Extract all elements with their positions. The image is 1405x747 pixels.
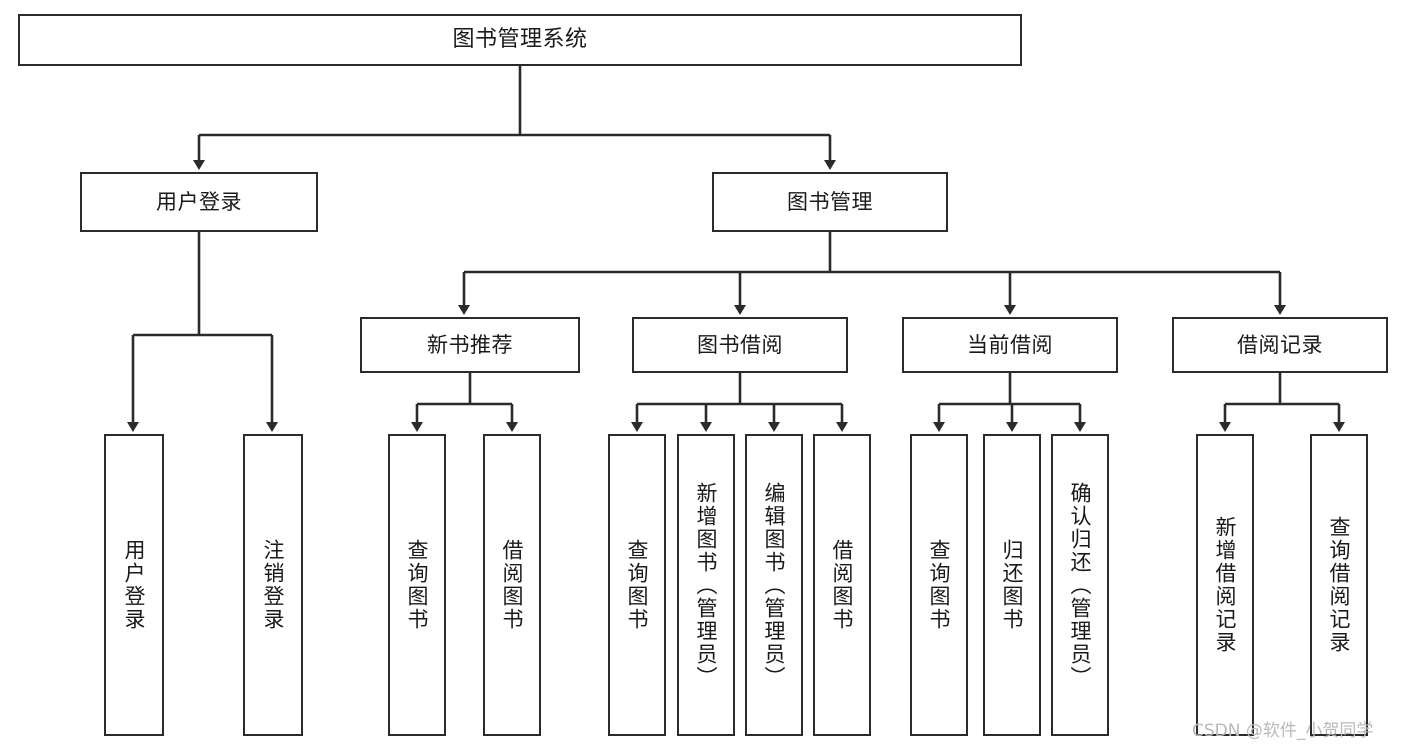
node-new-book-recommend[interactable]: 新书推荐 (360, 317, 580, 373)
node-leaf-query-book-recommend[interactable]: 查询图书 (388, 434, 446, 736)
node-leaf-edit-book-admin[interactable]: 编辑图书（管理员） (745, 434, 803, 736)
node-label: 新增借阅记录 (1213, 516, 1238, 654)
node-label: 用户登录 (156, 189, 242, 214)
node-book-borrow[interactable]: 图书借阅 (632, 317, 848, 373)
node-label: 图书管理系统 (452, 26, 588, 52)
node-leaf-logout-login[interactable]: 注销登录 (243, 434, 303, 736)
node-label: 图书借阅 (697, 332, 783, 357)
node-leaf-query-book-borrow[interactable]: 查询图书 (608, 434, 666, 736)
node-label: 新增图书（管理员） (694, 481, 719, 689)
node-label: 借阅图书 (830, 539, 855, 631)
node-leaf-query-borrow-record[interactable]: 查询借阅记录 (1310, 434, 1368, 736)
node-label: 当前借阅 (967, 332, 1053, 357)
node-label: 借阅记录 (1237, 332, 1323, 357)
node-leaf-user-login[interactable]: 用户登录 (104, 434, 164, 736)
node-user-login[interactable]: 用户登录 (80, 172, 318, 232)
node-label: 编辑图书（管理员） (762, 481, 787, 689)
node-current-borrow[interactable]: 当前借阅 (902, 317, 1118, 373)
csdn-watermark: CSDN @软件_小贺同学 (1192, 721, 1374, 741)
node-leaf-confirm-return-admin[interactable]: 确认归还（管理员） (1051, 434, 1109, 736)
node-label: 用户登录 (122, 539, 147, 631)
node-book-management-system[interactable]: 图书管理系统 (18, 14, 1022, 66)
node-label: 图书管理 (787, 189, 873, 214)
node-label: 注销登录 (261, 539, 286, 631)
node-leaf-borrow-book-recommend[interactable]: 借阅图书 (483, 434, 541, 736)
node-label: 归还图书 (1000, 539, 1025, 631)
node-leaf-return-book[interactable]: 归还图书 (983, 434, 1041, 736)
node-leaf-borrow-book[interactable]: 借阅图书 (813, 434, 871, 736)
node-label: 借阅图书 (500, 539, 525, 631)
node-borrow-record[interactable]: 借阅记录 (1172, 317, 1388, 373)
node-leaf-query-book-current[interactable]: 查询图书 (910, 434, 968, 736)
node-label: 查询图书 (927, 539, 952, 631)
node-label: 查询借阅记录 (1327, 516, 1352, 654)
node-label: 确认归还（管理员） (1068, 481, 1093, 689)
node-leaf-add-borrow-record[interactable]: 新增借阅记录 (1196, 434, 1254, 736)
node-label: 查询图书 (625, 539, 650, 631)
node-label: 查询图书 (405, 539, 430, 631)
node-book-management[interactable]: 图书管理 (712, 172, 948, 232)
node-leaf-add-book-admin[interactable]: 新增图书（管理员） (677, 434, 735, 736)
node-label: 新书推荐 (427, 332, 513, 357)
